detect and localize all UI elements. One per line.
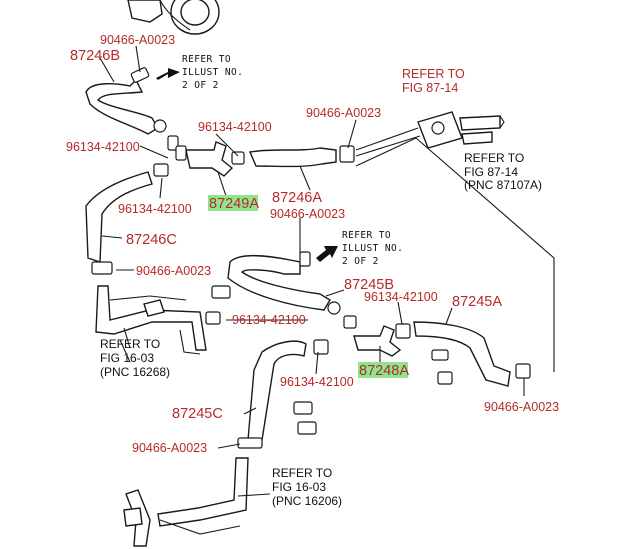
part-label-87245A[interactable]: 87245A <box>452 294 502 310</box>
refer-fig-87-14-3: (PNC 87107A) <box>464 178 542 192</box>
highlight-87249A <box>208 195 258 211</box>
arrow-icon-top <box>156 68 180 80</box>
hose-87246A[interactable] <box>249 145 355 168</box>
engine-component-top <box>127 0 220 35</box>
part-label-87246B[interactable]: 87246B <box>70 48 120 64</box>
clamp-label[interactable]: 90466-A0023 <box>484 400 559 414</box>
joint-87249A[interactable] <box>153 141 245 177</box>
part-label-87249A[interactable]: 87249A <box>209 196 259 212</box>
hose-87245B[interactable] <box>205 251 357 329</box>
hose-87245C[interactable] <box>237 340 317 449</box>
refer-illust-mid-3: 2 OF 2 <box>342 256 379 267</box>
clip-label[interactable]: 96134-42100 <box>364 290 438 304</box>
arrow-icon-mid <box>316 246 338 262</box>
part-label-87246C[interactable]: 87246C <box>126 232 177 248</box>
refer-illust-mid-1: REFER TO <box>342 230 391 241</box>
refer-fig-16-03-b-2: FIG 16-03 <box>272 480 326 494</box>
pipe-group-16-03-a <box>95 285 207 363</box>
refer-fig-16-03-b-3: (PNC 16206) <box>272 494 342 508</box>
refer-illust-top-1: REFER TO <box>182 54 231 65</box>
refer-illust-top-3: 2 OF 2 <box>182 80 219 91</box>
refer-fig-16-03-b-1: REFER TO <box>272 466 332 480</box>
clip-label[interactable]: 96134-42100 <box>66 140 140 154</box>
refer-fig-16-03-a-1: REFER TO <box>100 337 160 351</box>
part-label-87245C[interactable]: 87245C <box>172 406 223 422</box>
clamp-label[interactable]: 90466-A0023 <box>270 207 345 221</box>
highlight-87248A <box>358 362 408 378</box>
pipe-to-fig-87-14 <box>355 111 555 372</box>
hose-87246C[interactable] <box>85 171 153 275</box>
clamp-label[interactable]: 90466-A0023 <box>136 264 211 278</box>
refer-fig-87-14-1: REFER TO <box>464 151 524 165</box>
refer-fig-16-03-a-3: (PNC 16268) <box>100 365 170 379</box>
clip-label[interactable]: 96134-42100 <box>118 202 192 216</box>
refer-illust-mid-2: ILLUST NO. <box>342 243 403 254</box>
part-label-87248A[interactable]: 87248A <box>359 363 409 379</box>
hose-87246B[interactable] <box>85 67 179 151</box>
pipe-group-16-03-b <box>123 457 249 547</box>
refer-fig-16-03-a-2: FIG 16-03 <box>100 351 154 365</box>
part-label-87245B[interactable]: 87245B <box>344 277 394 293</box>
clip-label[interactable]: 96134-42100 <box>198 120 272 134</box>
part-label-87246A[interactable]: 87246A <box>272 190 322 206</box>
refer-fig-87-14-red-2[interactable]: FIG 87-14 <box>402 81 458 95</box>
clip-label[interactable]: 96134-42100 <box>232 313 306 327</box>
clip-label[interactable]: 96134-42100 <box>280 375 354 389</box>
joint-87248A[interactable] <box>313 323 411 357</box>
clamp-label[interactable]: 90466-A0023 <box>306 106 381 120</box>
clamp-label[interactable]: 90466-A0023 <box>100 33 175 47</box>
refer-illust-top-2: ILLUST NO. <box>182 67 243 78</box>
refer-fig-87-14-red-1[interactable]: REFER TO <box>402 67 465 81</box>
clamp-label[interactable]: 90466-A0023 <box>132 441 207 455</box>
hose-87245A[interactable] <box>413 321 531 387</box>
refer-fig-87-14-2: FIG 87-14 <box>464 165 518 179</box>
leader-lines <box>99 45 525 497</box>
